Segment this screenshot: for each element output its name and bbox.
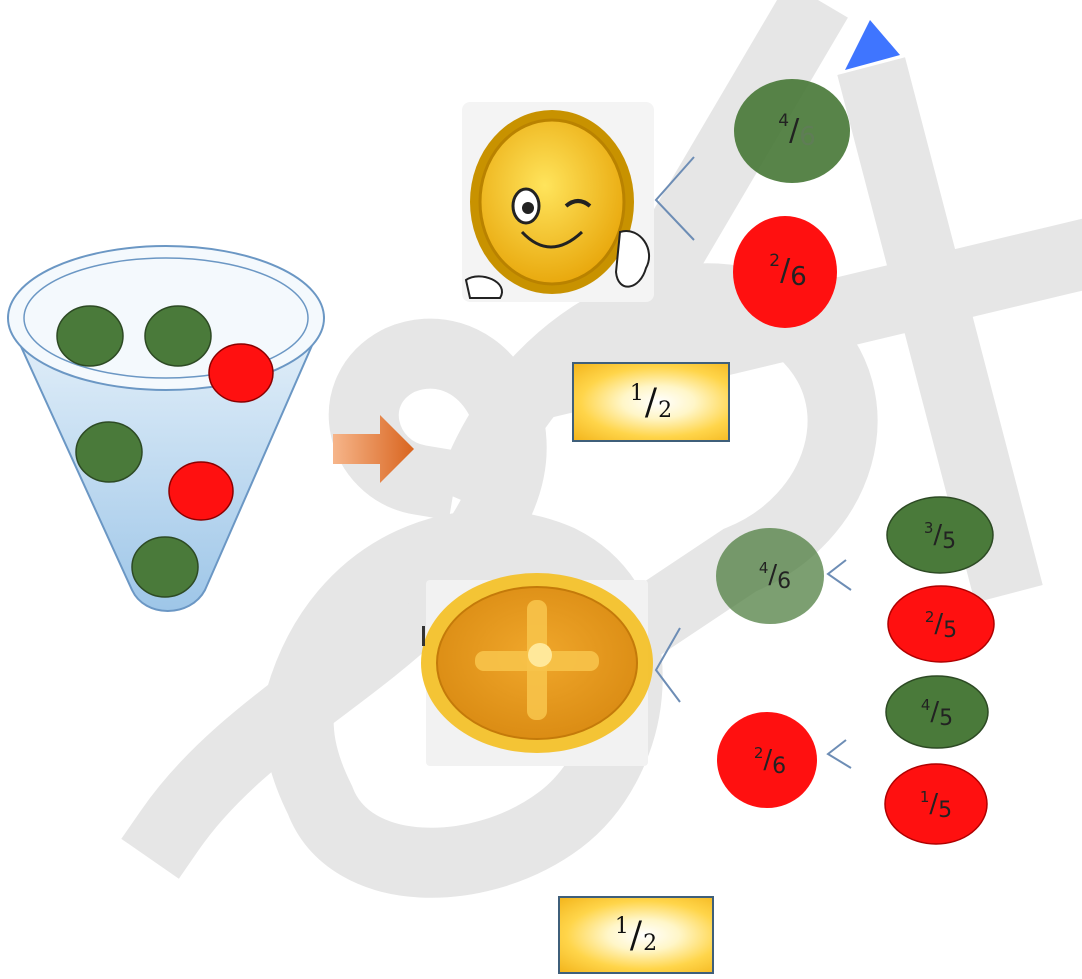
green-ball <box>56 305 124 367</box>
second-draw-bracket <box>654 627 681 703</box>
first-draw-result-box: 1/2 <box>572 362 730 442</box>
green-ball <box>734 79 850 183</box>
red-ball <box>884 763 988 845</box>
red-ball <box>733 216 837 328</box>
green-ball <box>716 528 824 624</box>
green-ball <box>144 305 212 367</box>
green-ball <box>131 536 199 598</box>
red-ball <box>168 461 234 521</box>
watermark <box>121 0 1082 898</box>
red-ball <box>717 712 817 808</box>
red-ball <box>887 585 995 663</box>
first-draw-bracket <box>654 156 695 241</box>
watermark-top-mark <box>845 20 900 70</box>
green-ball <box>886 496 994 574</box>
second-draw-result-box: 1/2 <box>558 896 714 974</box>
red-ball <box>208 343 274 403</box>
smiling-coin-icon <box>462 102 654 302</box>
cross-coin-icon <box>421 573 653 766</box>
green-ball <box>75 421 143 483</box>
after-green-bracket <box>826 559 852 591</box>
green-ball <box>885 675 989 749</box>
watermark-digit-0 <box>263 510 663 898</box>
after-red-bracket <box>826 739 852 769</box>
cup-balls <box>56 305 274 598</box>
arrow-right-icon <box>333 415 414 483</box>
